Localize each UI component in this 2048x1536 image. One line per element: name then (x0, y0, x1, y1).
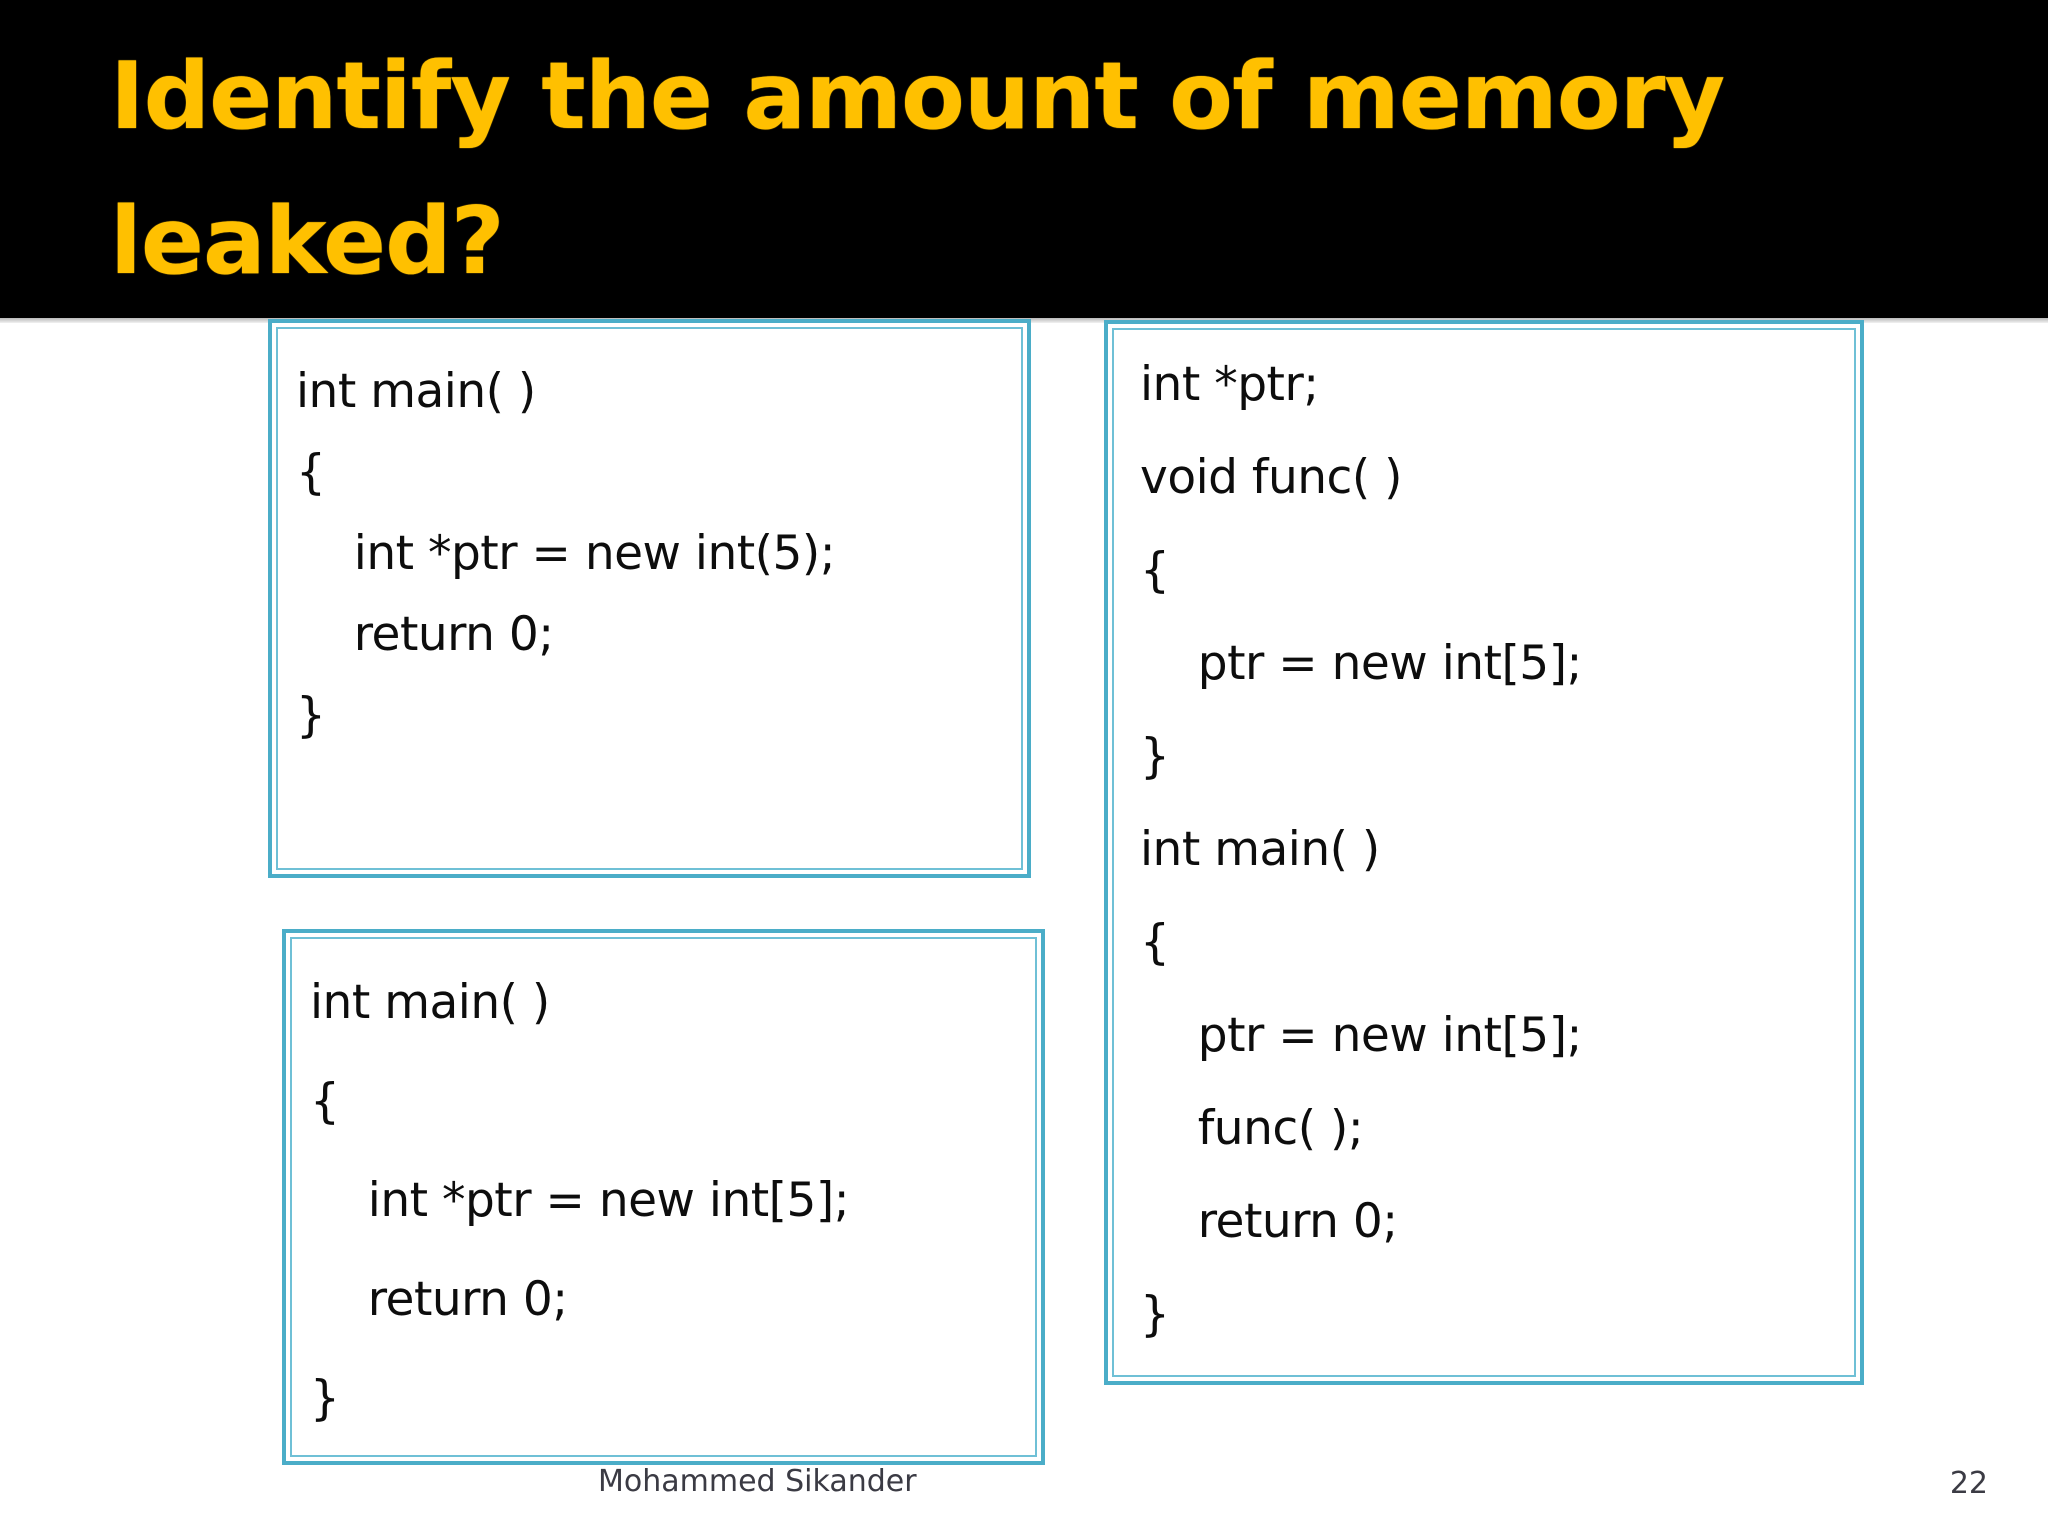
code-box-top-left-inner: int main( ) { int *ptr = new int(5); ret… (276, 327, 1023, 870)
code-line: { (310, 1074, 340, 1129)
code-box-top-left: int main( ) { int *ptr = new int(5); ret… (268, 319, 1031, 878)
code-line: int *ptr = new int(5); (296, 526, 836, 581)
footer-author: Mohammed Sikander (598, 1464, 917, 1499)
code-line: { (1140, 543, 1170, 598)
code-line: } (1140, 1287, 1170, 1342)
code-line: void func( ) (1140, 450, 1402, 505)
page-number: 22 (1949, 1466, 1988, 1501)
page-title-line-1: Identify the amount of memory (110, 42, 1725, 150)
code-line: { (1140, 915, 1170, 970)
code-box-bottom-left: int main( ) { int *ptr = new int[5]; ret… (282, 929, 1045, 1465)
code-line: int main( ) (296, 364, 536, 419)
code-line: return 0; (310, 1272, 568, 1327)
code-line: int main( ) (1140, 822, 1380, 877)
code-line: } (310, 1371, 340, 1426)
code-line: int *ptr; (1140, 357, 1319, 412)
code-line: return 0; (1140, 1194, 1398, 1249)
slide-footer: Mohammed Sikander 22 (0, 1464, 2048, 1536)
code-line: int main( ) (310, 975, 550, 1030)
page-title-line-2: leaked? (110, 187, 505, 295)
code-line: } (1140, 729, 1170, 784)
code-line: ptr = new int[5]; (1140, 1008, 1583, 1063)
code-line: ptr = new int[5]; (1140, 636, 1583, 691)
code-box-right: int *ptr; void func( ) { ptr = new int[5… (1104, 320, 1864, 1385)
code-line: { (296, 445, 326, 500)
code-box-bottom-left-inner: int main( ) { int *ptr = new int[5]; ret… (290, 937, 1037, 1457)
code-line: return 0; (296, 607, 554, 662)
code-box-right-inner: int *ptr; void func( ) { ptr = new int[5… (1112, 328, 1856, 1377)
slide-title-banner: Identify the amount of memory leaked? (0, 0, 2048, 318)
code-line: func( ); (1140, 1101, 1364, 1156)
code-line: int *ptr = new int[5]; (310, 1173, 850, 1228)
code-line: } (296, 688, 326, 743)
